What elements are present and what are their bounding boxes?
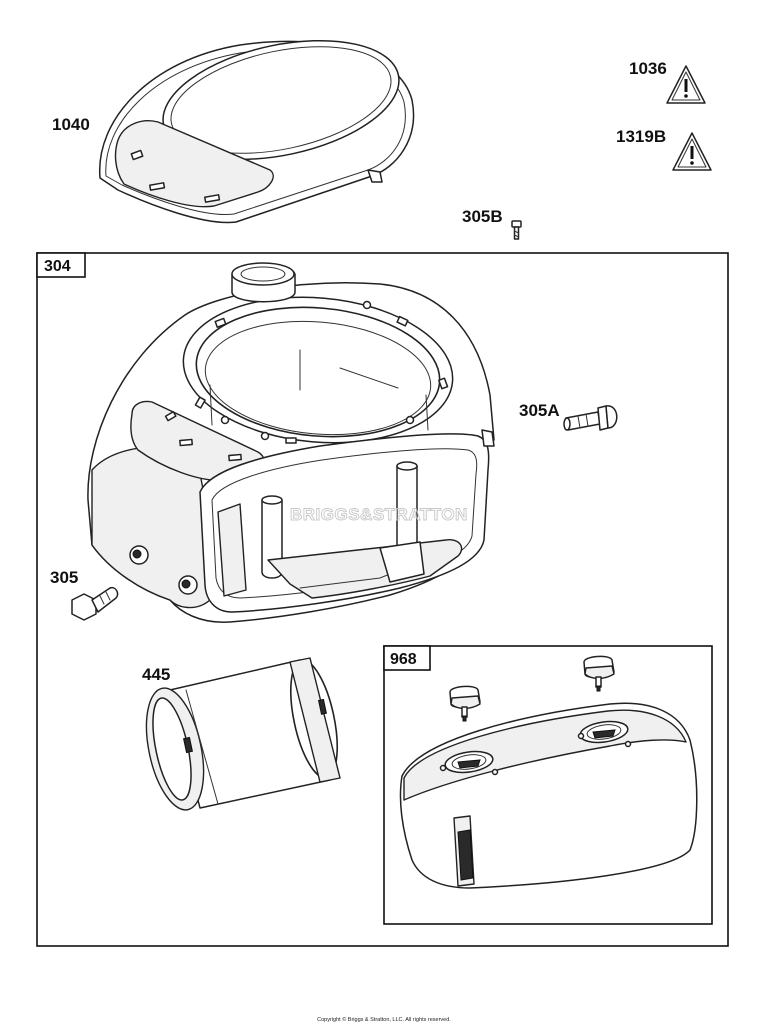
part-label-1319b: 1319B (616, 127, 666, 146)
box-304 (36, 252, 729, 947)
part-label-1036: 1036 (629, 59, 667, 78)
part-445-air-filter (145, 657, 341, 811)
part-label-304: 304 (44, 258, 71, 275)
copyright-text: Copyright © Briggs & Stratton, LLC. All … (317, 1016, 451, 1023)
warning-triangle-icon (672, 132, 712, 171)
part-label-968: 968 (390, 651, 417, 668)
box-968 (383, 645, 713, 925)
watermark-text: BRIGGS&STRATTON (290, 505, 468, 524)
part-305a-bolt (563, 405, 618, 431)
bolt-icon (129, 545, 149, 565)
box-304-tag (36, 252, 86, 278)
part-label-305b: 305B (462, 207, 503, 226)
part-label-305a: 305A (519, 401, 560, 420)
part-label-445: 445 (142, 665, 170, 684)
knob-icon (449, 685, 481, 722)
part-305b-screw (511, 220, 522, 240)
warning-triangle-icon (666, 65, 706, 104)
bolt-icon (178, 575, 198, 595)
part-1040-cover (99, 39, 415, 224)
part-304-blower-housing (87, 262, 495, 623)
knob-icon (583, 655, 615, 692)
box-968-tag (383, 645, 431, 671)
part-label-1040: 1040 (52, 115, 90, 134)
part-968-cover (399, 655, 698, 889)
part-305-screw (71, 586, 119, 621)
part-label-305: 305 (50, 568, 78, 587)
